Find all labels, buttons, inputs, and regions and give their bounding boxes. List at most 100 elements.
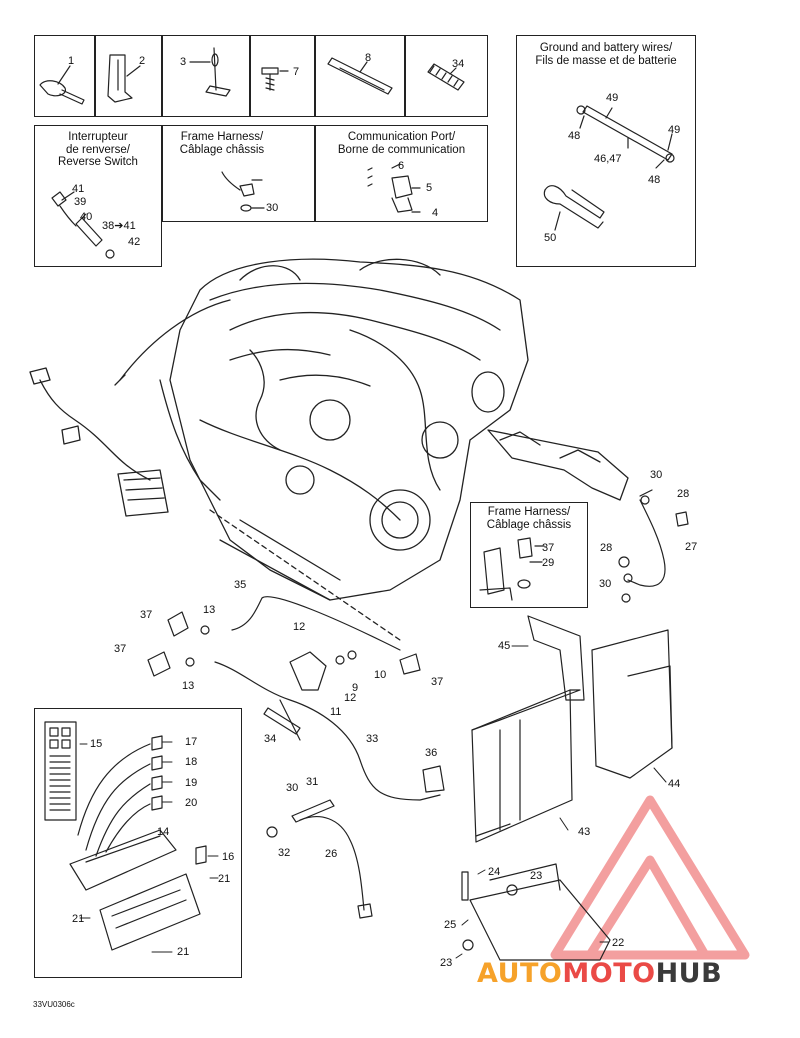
callout-17: 17 <box>185 736 198 748</box>
callout-34b: 34 <box>264 733 277 745</box>
ground-cable-27 <box>618 489 689 603</box>
callout-30b: 30 <box>650 469 663 481</box>
callout-2: 2 <box>139 55 146 67</box>
fuse-box-icon <box>44 721 207 951</box>
figure-reference: 33VU0306c <box>33 1000 75 1009</box>
callout-30c: 30 <box>599 578 612 590</box>
protective-sleeve-icon <box>427 63 465 91</box>
callout-1: 1 <box>68 55 75 67</box>
callout-44: 44 <box>668 778 681 790</box>
callout-8: 8 <box>365 52 372 64</box>
callout-21b: 21 <box>72 913 85 925</box>
retainer-pin-icon <box>189 47 231 97</box>
watermark-text: AUTOMOTOHUB <box>477 958 722 989</box>
callout-37b: 37 <box>140 609 153 621</box>
ground-battery-title: Ground and battery wires/ Fils de masse … <box>535 42 677 67</box>
callout-26: 26 <box>325 848 338 860</box>
screw-icon <box>261 67 289 91</box>
inset-fuse-box <box>34 708 242 978</box>
callout-19: 19 <box>185 777 198 789</box>
callout-37c: 37 <box>114 643 127 655</box>
callout-40: 40 <box>80 211 93 223</box>
inset-pin <box>162 35 250 117</box>
inset-frame-harness-mid <box>470 502 588 608</box>
frame-harness-connector-icon <box>479 537 545 601</box>
callout-50: 50 <box>544 232 557 244</box>
callout-24: 24 <box>488 866 501 878</box>
callout-42: 42 <box>128 236 141 248</box>
callout-37d: 37 <box>431 676 444 688</box>
callout-49a: 49 <box>606 92 619 104</box>
communication-port-icon <box>367 163 421 213</box>
callout-4: 4 <box>432 207 439 219</box>
ground-cable-26 <box>266 799 373 919</box>
engine-assembly <box>29 258 629 641</box>
watermark-auto: AUTO <box>477 958 563 989</box>
callout-30d: 30 <box>286 782 299 794</box>
battery-strap-45 <box>527 615 585 701</box>
callout-27: 27 <box>685 541 698 553</box>
callout-37a: 37 <box>542 542 555 554</box>
battery-43 <box>471 689 581 843</box>
frame-harness-mid-title: Frame Harness/ Câblage châssis <box>486 506 572 531</box>
callout-25: 25 <box>444 919 457 931</box>
wire-strip-icon <box>327 57 393 95</box>
callout-46-47: 46,47 <box>594 153 622 165</box>
callout-11: 11 <box>330 706 342 718</box>
callout-49b: 49 <box>668 124 681 136</box>
callout-36: 36 <box>425 747 438 759</box>
reverse-switch-title: Interrupteur de renverse/ Reverse Switch <box>58 131 138 168</box>
callout-3: 3 <box>180 56 187 68</box>
callout-18: 18 <box>185 756 198 768</box>
callout-29: 29 <box>542 557 555 569</box>
inset-strip <box>315 35 405 117</box>
cable-tie-icon <box>39 65 85 105</box>
callout-14: 14 <box>157 826 170 838</box>
watermark-logo <box>550 795 750 960</box>
inset-screw <box>250 35 315 117</box>
callout-21a: 21 <box>218 873 231 885</box>
battery-cover-44 <box>591 629 673 779</box>
ground-connector-icon <box>221 171 265 212</box>
callout-12a: 12 <box>293 621 306 633</box>
callout-39: 39 <box>74 196 87 208</box>
crimping-pliers-icon <box>543 185 605 231</box>
callout-33: 33 <box>366 733 379 745</box>
callout-5: 5 <box>426 182 433 194</box>
callout-13b: 13 <box>182 680 195 692</box>
callout-43: 43 <box>578 826 591 838</box>
callout-15: 15 <box>90 738 103 750</box>
callout-leaders <box>79 645 667 959</box>
inset-clamp <box>34 35 95 117</box>
callout-21c: 21 <box>177 946 190 958</box>
callout-32: 32 <box>278 847 291 859</box>
inset-frame-harness-top <box>162 125 315 222</box>
reverse-switch-icon <box>51 191 115 259</box>
callout-7: 7 <box>293 66 300 78</box>
callout-31: 31 <box>306 776 319 788</box>
callout-28a: 28 <box>677 488 690 500</box>
callout-23b: 23 <box>440 957 453 969</box>
callout-45: 45 <box>498 640 511 652</box>
communication-port-title: Communication Port/ Borne de communicati… <box>337 131 466 156</box>
frame-harness-top-title: Frame Harness/ Câblage châssis <box>179 131 265 156</box>
callout-9: 9 <box>352 682 359 694</box>
callout-22: 22 <box>612 937 625 949</box>
inset-communication-port <box>315 125 488 222</box>
callout-28b: 28 <box>600 542 613 554</box>
mounting-bracket-icon <box>107 54 141 103</box>
callout-13a: 13 <box>203 604 216 616</box>
callout-6: 6 <box>398 160 405 172</box>
battery-tray-22 <box>461 863 611 961</box>
starter-cables <box>147 596 445 801</box>
watermark-hub: HUB <box>655 958 723 989</box>
callout-10: 10 <box>374 669 387 681</box>
callout-35: 35 <box>234 579 247 591</box>
callout-20: 20 <box>185 797 198 809</box>
callout-48b: 48 <box>648 174 661 186</box>
callout-41: 41 <box>72 183 85 195</box>
callout-16: 16 <box>222 851 235 863</box>
inset-sleeve <box>405 35 488 117</box>
callout-34a: 34 <box>452 58 465 70</box>
